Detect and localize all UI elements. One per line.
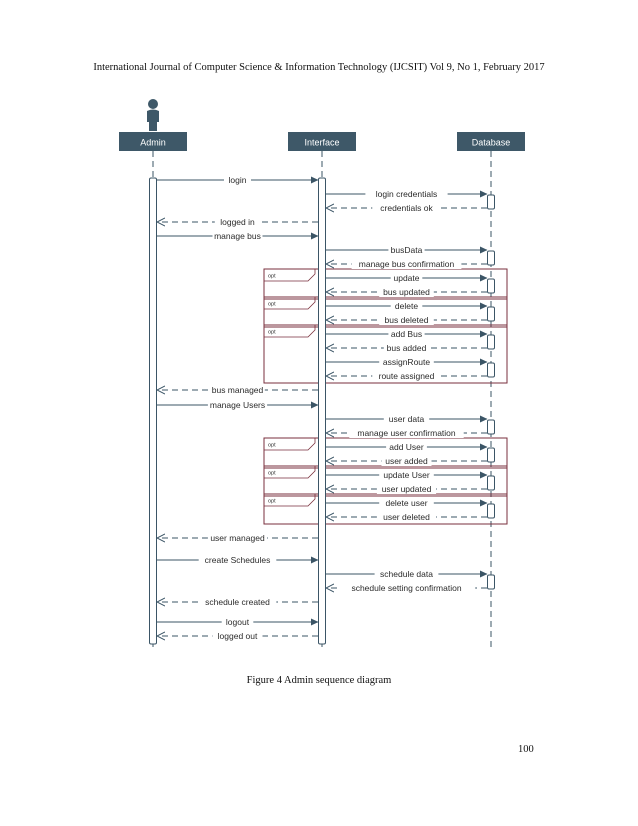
journal-header: International Journal of Computer Scienc… [93,62,545,73]
participant-label-admin: Admin [140,138,166,148]
message-label: manage Users [210,400,265,410]
message-label: schedule setting confirmation [351,583,461,593]
opt-fragment-label: opt [268,471,276,477]
message: credentials ok [326,203,487,213]
participant-label-interface: Interface [304,138,339,148]
message: schedule created [157,597,318,607]
message-label: logged in [220,217,255,227]
message-label: user added [385,456,428,466]
message: manage bus confirmation [326,259,487,269]
message-label: add User [389,442,424,452]
message: add User [326,442,488,452]
message-label: user deleted [383,512,430,522]
opt-fragment-label: opt [268,443,276,449]
message: user updated [326,484,487,494]
message-label: bus updated [383,287,430,297]
participant-header-interface [288,132,356,151]
message-label: manage bus confirmation [359,259,455,269]
message-label: login [229,175,247,185]
message: add Bus [326,329,488,339]
opt-fragment-label: opt [268,499,276,505]
message-label: manage user confirmation [357,428,456,438]
message: bus added [326,343,487,353]
activation-database [487,475,495,491]
message: user data [326,414,488,424]
message-label: assignRoute [383,357,431,367]
activation-database [487,334,495,350]
message-label: user updated [382,484,432,494]
message: bus managed [157,385,318,395]
message: bus updated [326,287,487,297]
message: schedule data [326,569,488,579]
message-label: user managed [210,533,265,543]
message: login [157,175,319,185]
figure-caption: Figure 4 Admin sequence diagram [246,675,392,686]
message-label: update User [383,470,429,480]
opt-fragment-label: opt [268,274,276,280]
activation-database [487,278,495,294]
message-label: user data [389,414,425,424]
message-label: update [394,273,420,283]
message: manage user confirmation [326,428,487,438]
message: update User [326,470,488,480]
actor-icon [147,99,159,131]
message: delete user [326,498,488,508]
message: logged out [157,631,318,641]
opt-fragment-label: opt [268,302,276,308]
activation-database [487,362,495,378]
message: manage Users [157,400,319,410]
message: bus deleted [326,315,487,325]
activation-database [487,306,495,322]
message: logout [157,617,319,627]
message-label: schedule created [205,597,270,607]
message: update [326,273,488,283]
message-label: create Schedules [205,555,271,565]
activation-database [487,194,495,210]
message: route assigned [326,371,487,381]
activation-database [487,447,495,463]
message-label: bus deleted [385,315,429,325]
message-label: busData [391,245,423,255]
message-label: route assigned [379,371,435,381]
activation-interface [318,177,326,645]
activation-database [487,419,495,435]
message: create Schedules [157,555,319,565]
message: assignRoute [326,357,488,367]
activation-database [487,574,495,590]
participant-header-database [457,132,525,151]
activation-database [487,250,495,266]
message: user added [326,456,487,466]
message-label: delete user [385,498,427,508]
message-label: add Bus [391,329,422,339]
message-label: bus added [387,343,427,353]
message: manage bus [157,231,319,241]
message-label: manage bus [214,231,261,241]
activation-admin [149,177,157,645]
message-label: logout [226,617,250,627]
page-number: 100 [518,744,534,755]
message-label: schedule data [380,569,433,579]
message: schedule setting confirmation [326,583,487,593]
opt-fragment-label: opt [268,330,276,336]
activation-database [487,503,495,519]
participant-label-database: Database [472,138,511,148]
message-label: delete [395,301,418,311]
message-label: credentials ok [380,203,433,213]
message-label: logged out [218,631,258,641]
message: login credentials [326,189,488,199]
participant-header-admin [119,132,187,151]
message-label: bus managed [212,385,264,395]
message: busData [326,245,488,255]
message: user deleted [326,512,487,522]
message-label: login credentials [376,189,437,199]
message: delete [326,301,488,311]
message: logged in [157,217,318,227]
message: user managed [157,533,318,543]
